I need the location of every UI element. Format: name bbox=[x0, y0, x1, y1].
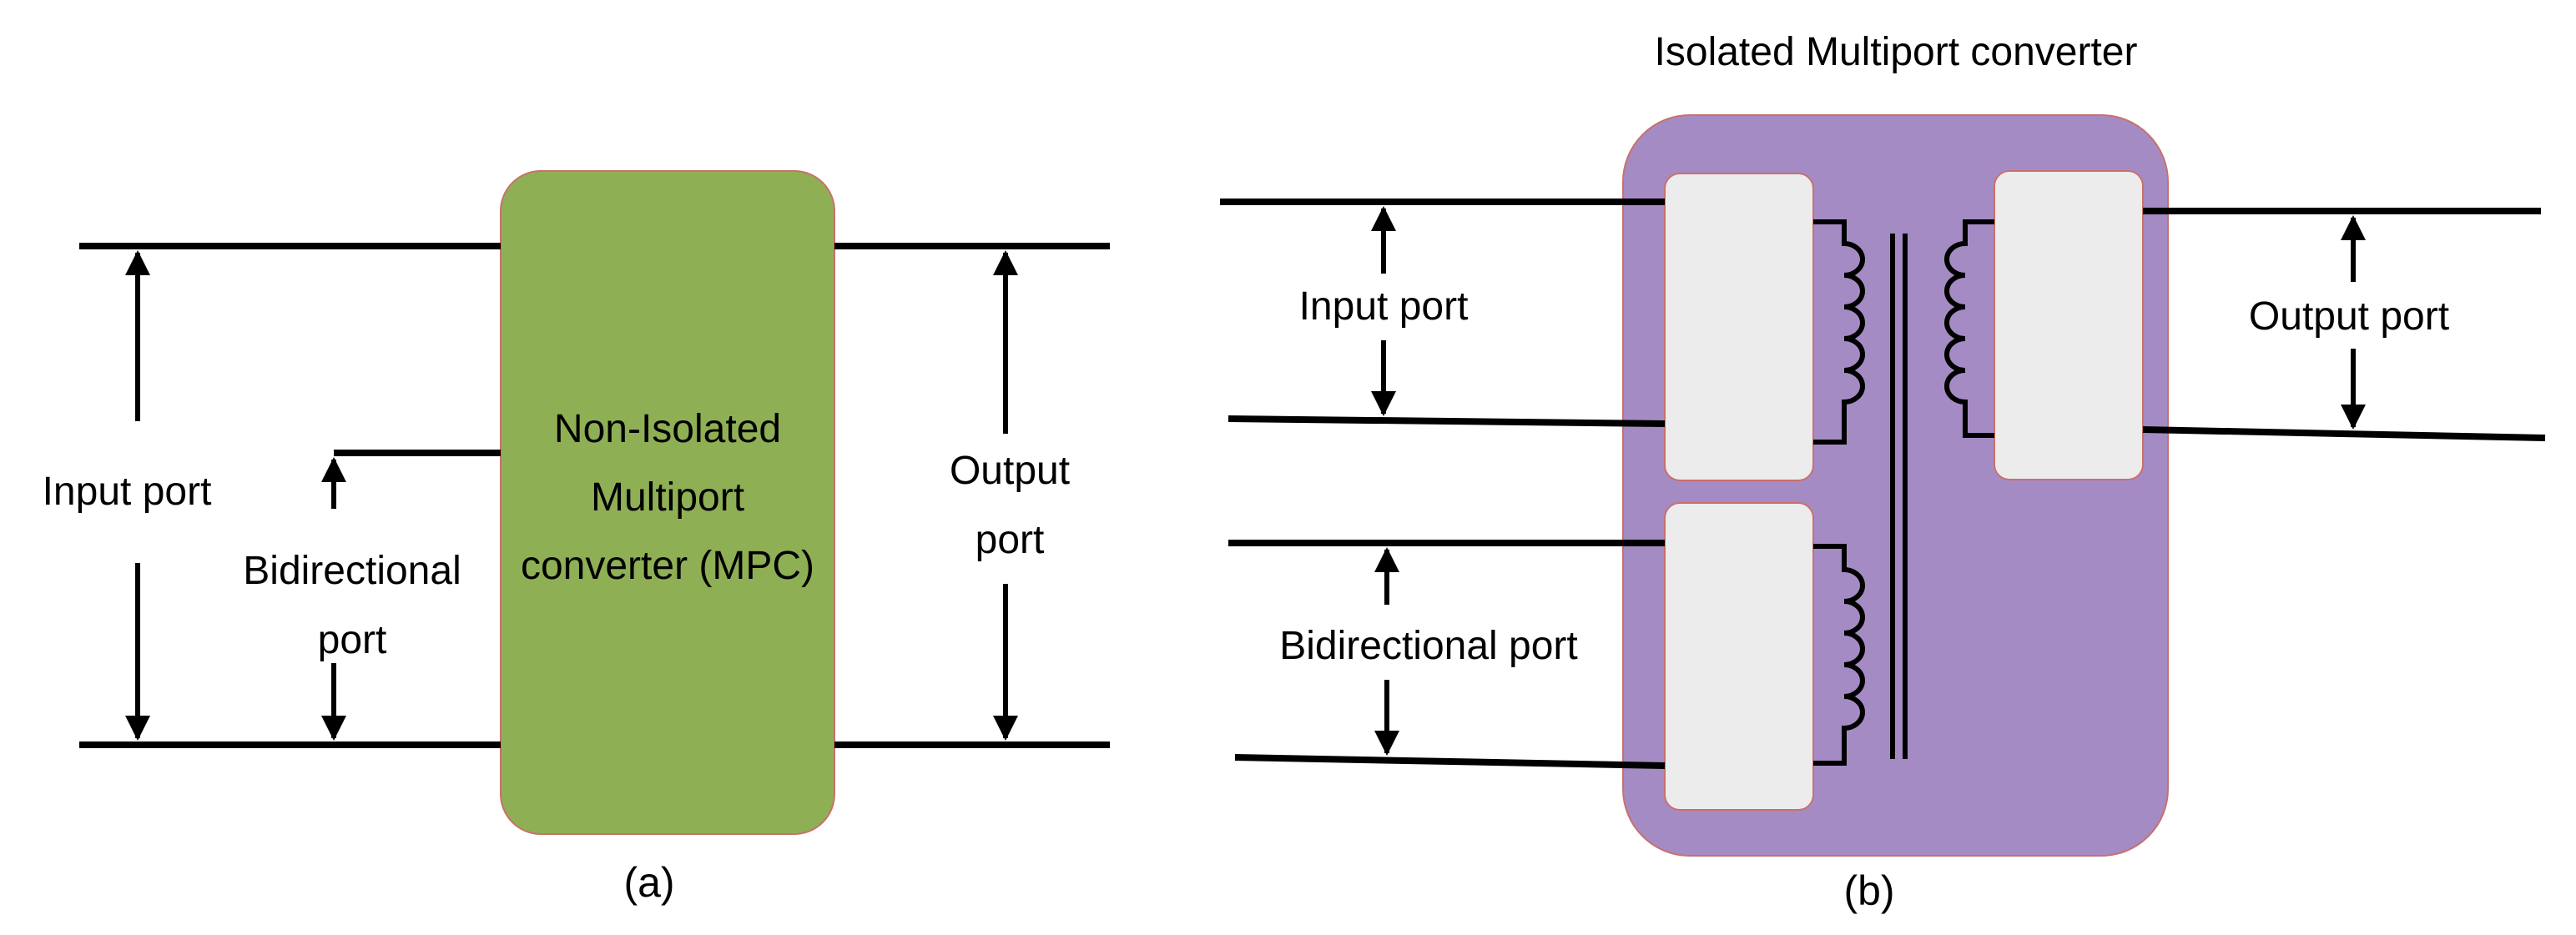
input-port-label: Input port bbox=[43, 470, 212, 514]
panel-b-caption: (b) bbox=[1843, 867, 1894, 914]
panel-b-title: Isolated Multiport converter bbox=[1655, 30, 2138, 74]
panel-a: Non-Isolated Multiport converter (MPC) I… bbox=[43, 170, 1110, 906]
output-winding bbox=[1944, 219, 1994, 438]
mpc-block bbox=[500, 170, 835, 835]
mpc-label-line-2: Multiport bbox=[591, 475, 744, 520]
mpc-label-line-1: Non-Isolated bbox=[554, 407, 781, 451]
panel-a-caption: (a) bbox=[623, 859, 674, 906]
input-converter-box bbox=[1664, 173, 1814, 481]
input-winding bbox=[1813, 219, 1865, 445]
b-bidirectional-bottom-line bbox=[1234, 754, 1666, 769]
b-bidirectional-port-label: Bidirectional port bbox=[1279, 624, 1578, 668]
output-converter-box bbox=[1994, 170, 2144, 480]
b-output-bottom-line bbox=[2142, 426, 2546, 441]
bidirectional-winding bbox=[1813, 544, 1865, 766]
bidirectional-label-line-1: Bidirectional bbox=[243, 549, 461, 593]
b-input-bottom-line bbox=[1228, 415, 1666, 427]
panel-b: Isolated Multiport converter bbox=[1220, 30, 2546, 914]
b-output-port-label: Output port bbox=[2249, 294, 2449, 339]
mpc-label-line-3: converter (MPC) bbox=[521, 544, 814, 588]
output-port-label-line-2: port bbox=[975, 518, 1045, 562]
b-input-port-label: Input port bbox=[1299, 284, 1469, 329]
bidirectional-label-line-2: port bbox=[318, 618, 387, 662]
output-port-label-line-1: Output bbox=[950, 449, 1070, 493]
bidirectional-converter-box bbox=[1664, 502, 1814, 811]
